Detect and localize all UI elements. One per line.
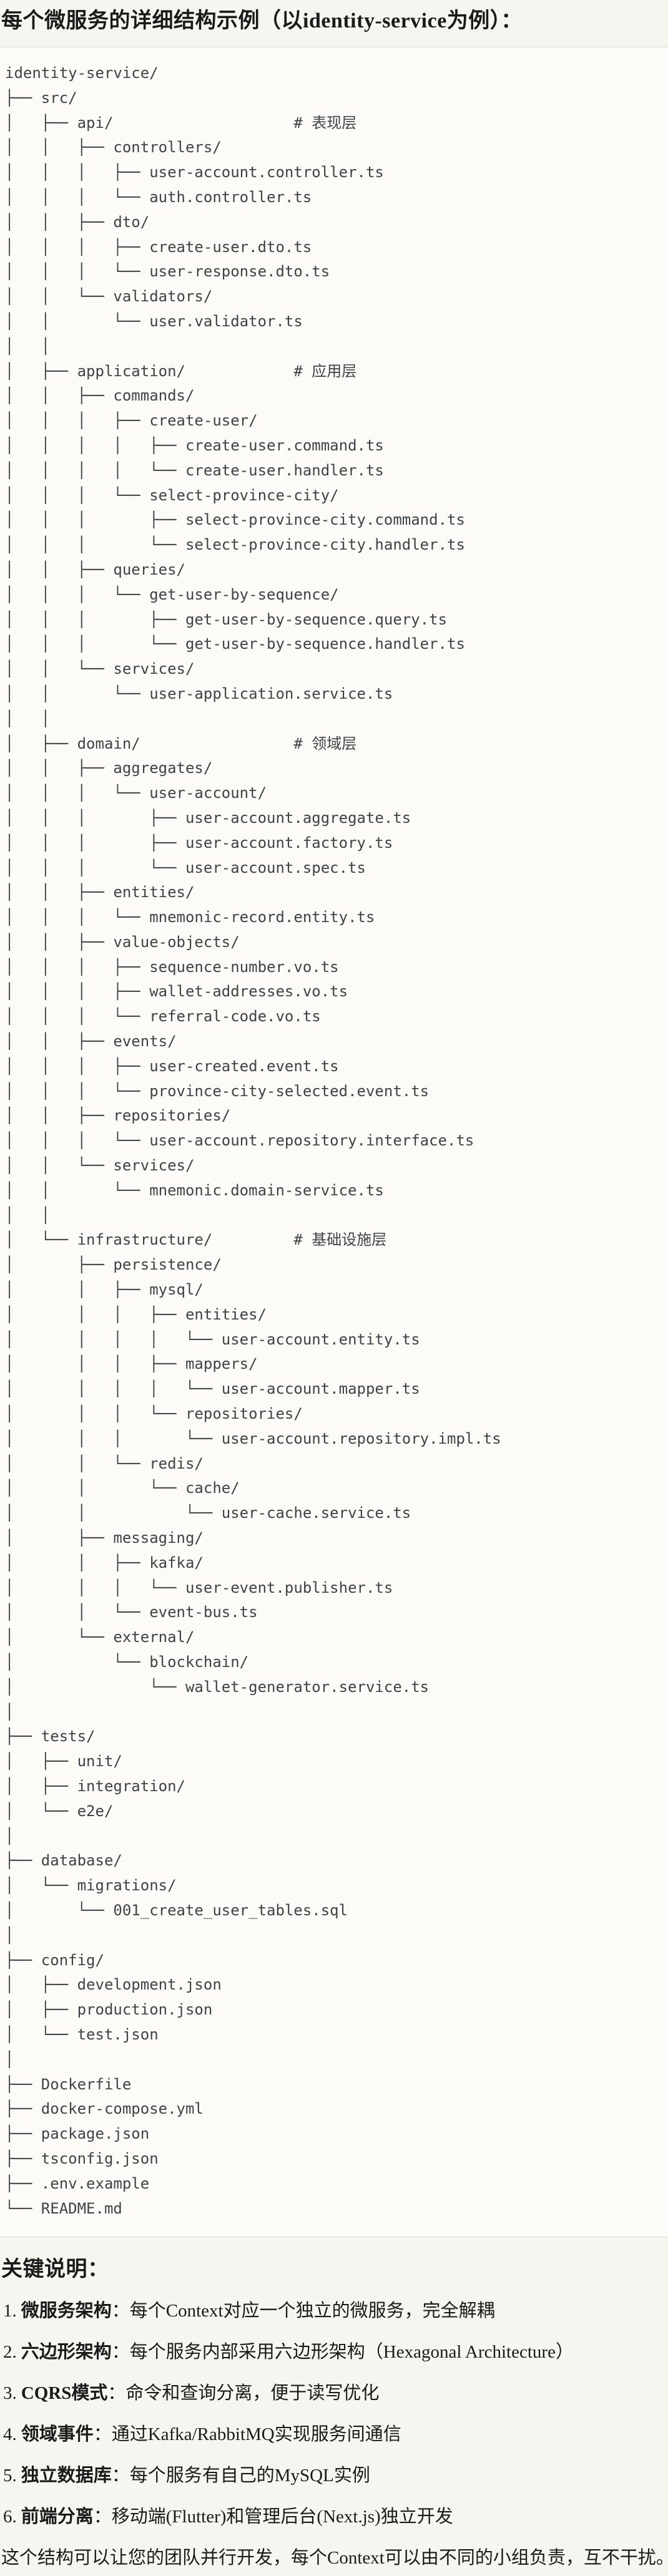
note-item-4: 4.领域事件：通过Kafka/RabbitMQ实现服务间通信 bbox=[0, 2422, 668, 2447]
note-item-text: ：命令和查询分离，便于读写优化 bbox=[107, 2383, 380, 2404]
notes-heading: 关键说明： bbox=[1, 2258, 109, 2282]
note-item-term: 六边形架构 bbox=[21, 2342, 112, 2363]
note-item-number: 3. bbox=[3, 2383, 17, 2404]
closing-note: 这个结构可以让您的团队并行开发，每个Context可以由不同的小组负责，互不干扰… bbox=[1, 2548, 668, 2569]
note-item-term: 独立数据库 bbox=[21, 2466, 112, 2486]
note-item-2: 2.六边形架构：每个服务内部采用六边形架构（Hexagonal Architec… bbox=[0, 2340, 668, 2365]
note-item-1: 1.微服务架构：每个Context对应一个独立的微服务，完全解耦 bbox=[0, 2298, 668, 2323]
note-item-3: 3.CQRS模式：命令和查询分离，便于读写优化 bbox=[0, 2381, 668, 2406]
note-item-term: 微服务架构 bbox=[21, 2301, 112, 2321]
note-item-text: ：通过Kafka/RabbitMQ实现服务间通信 bbox=[93, 2424, 401, 2445]
note-item-number: 4. bbox=[3, 2424, 17, 2445]
page-title: 每个微服务的详细结构示例（以identity-service为例）： bbox=[1, 9, 523, 32]
note-item-term: CQRS模式 bbox=[21, 2383, 108, 2404]
note-item-number: 6. bbox=[3, 2507, 17, 2527]
note-item-term: 前端分离 bbox=[21, 2507, 94, 2527]
note-item-number: 2. bbox=[3, 2342, 17, 2363]
note-item-6: 6.前端分离：移动端(Flutter)和管理后台(Next.js)独立开发 bbox=[0, 2504, 668, 2529]
note-item-number: 5. bbox=[3, 2466, 17, 2486]
note-item-text: ：每个Context对应一个独立的微服务，完全解耦 bbox=[111, 2301, 495, 2321]
note-item-text: ：移动端(Flutter)和管理后台(Next.js)独立开发 bbox=[93, 2507, 453, 2527]
note-item-number: 1. bbox=[3, 2301, 17, 2321]
note-item-5: 5.独立数据库：每个服务有自己的MySQL实例 bbox=[0, 2463, 668, 2488]
note-item-text: ：每个服务内部采用六边形架构（Hexagonal Architecture） bbox=[111, 2342, 574, 2363]
directory-tree-code-block: identity-service/ ├── src/ │ ├── api/ # … bbox=[0, 47, 668, 2238]
note-item-text: ：每个服务有自己的MySQL实例 bbox=[111, 2466, 370, 2486]
note-item-term: 领域事件 bbox=[21, 2424, 94, 2445]
